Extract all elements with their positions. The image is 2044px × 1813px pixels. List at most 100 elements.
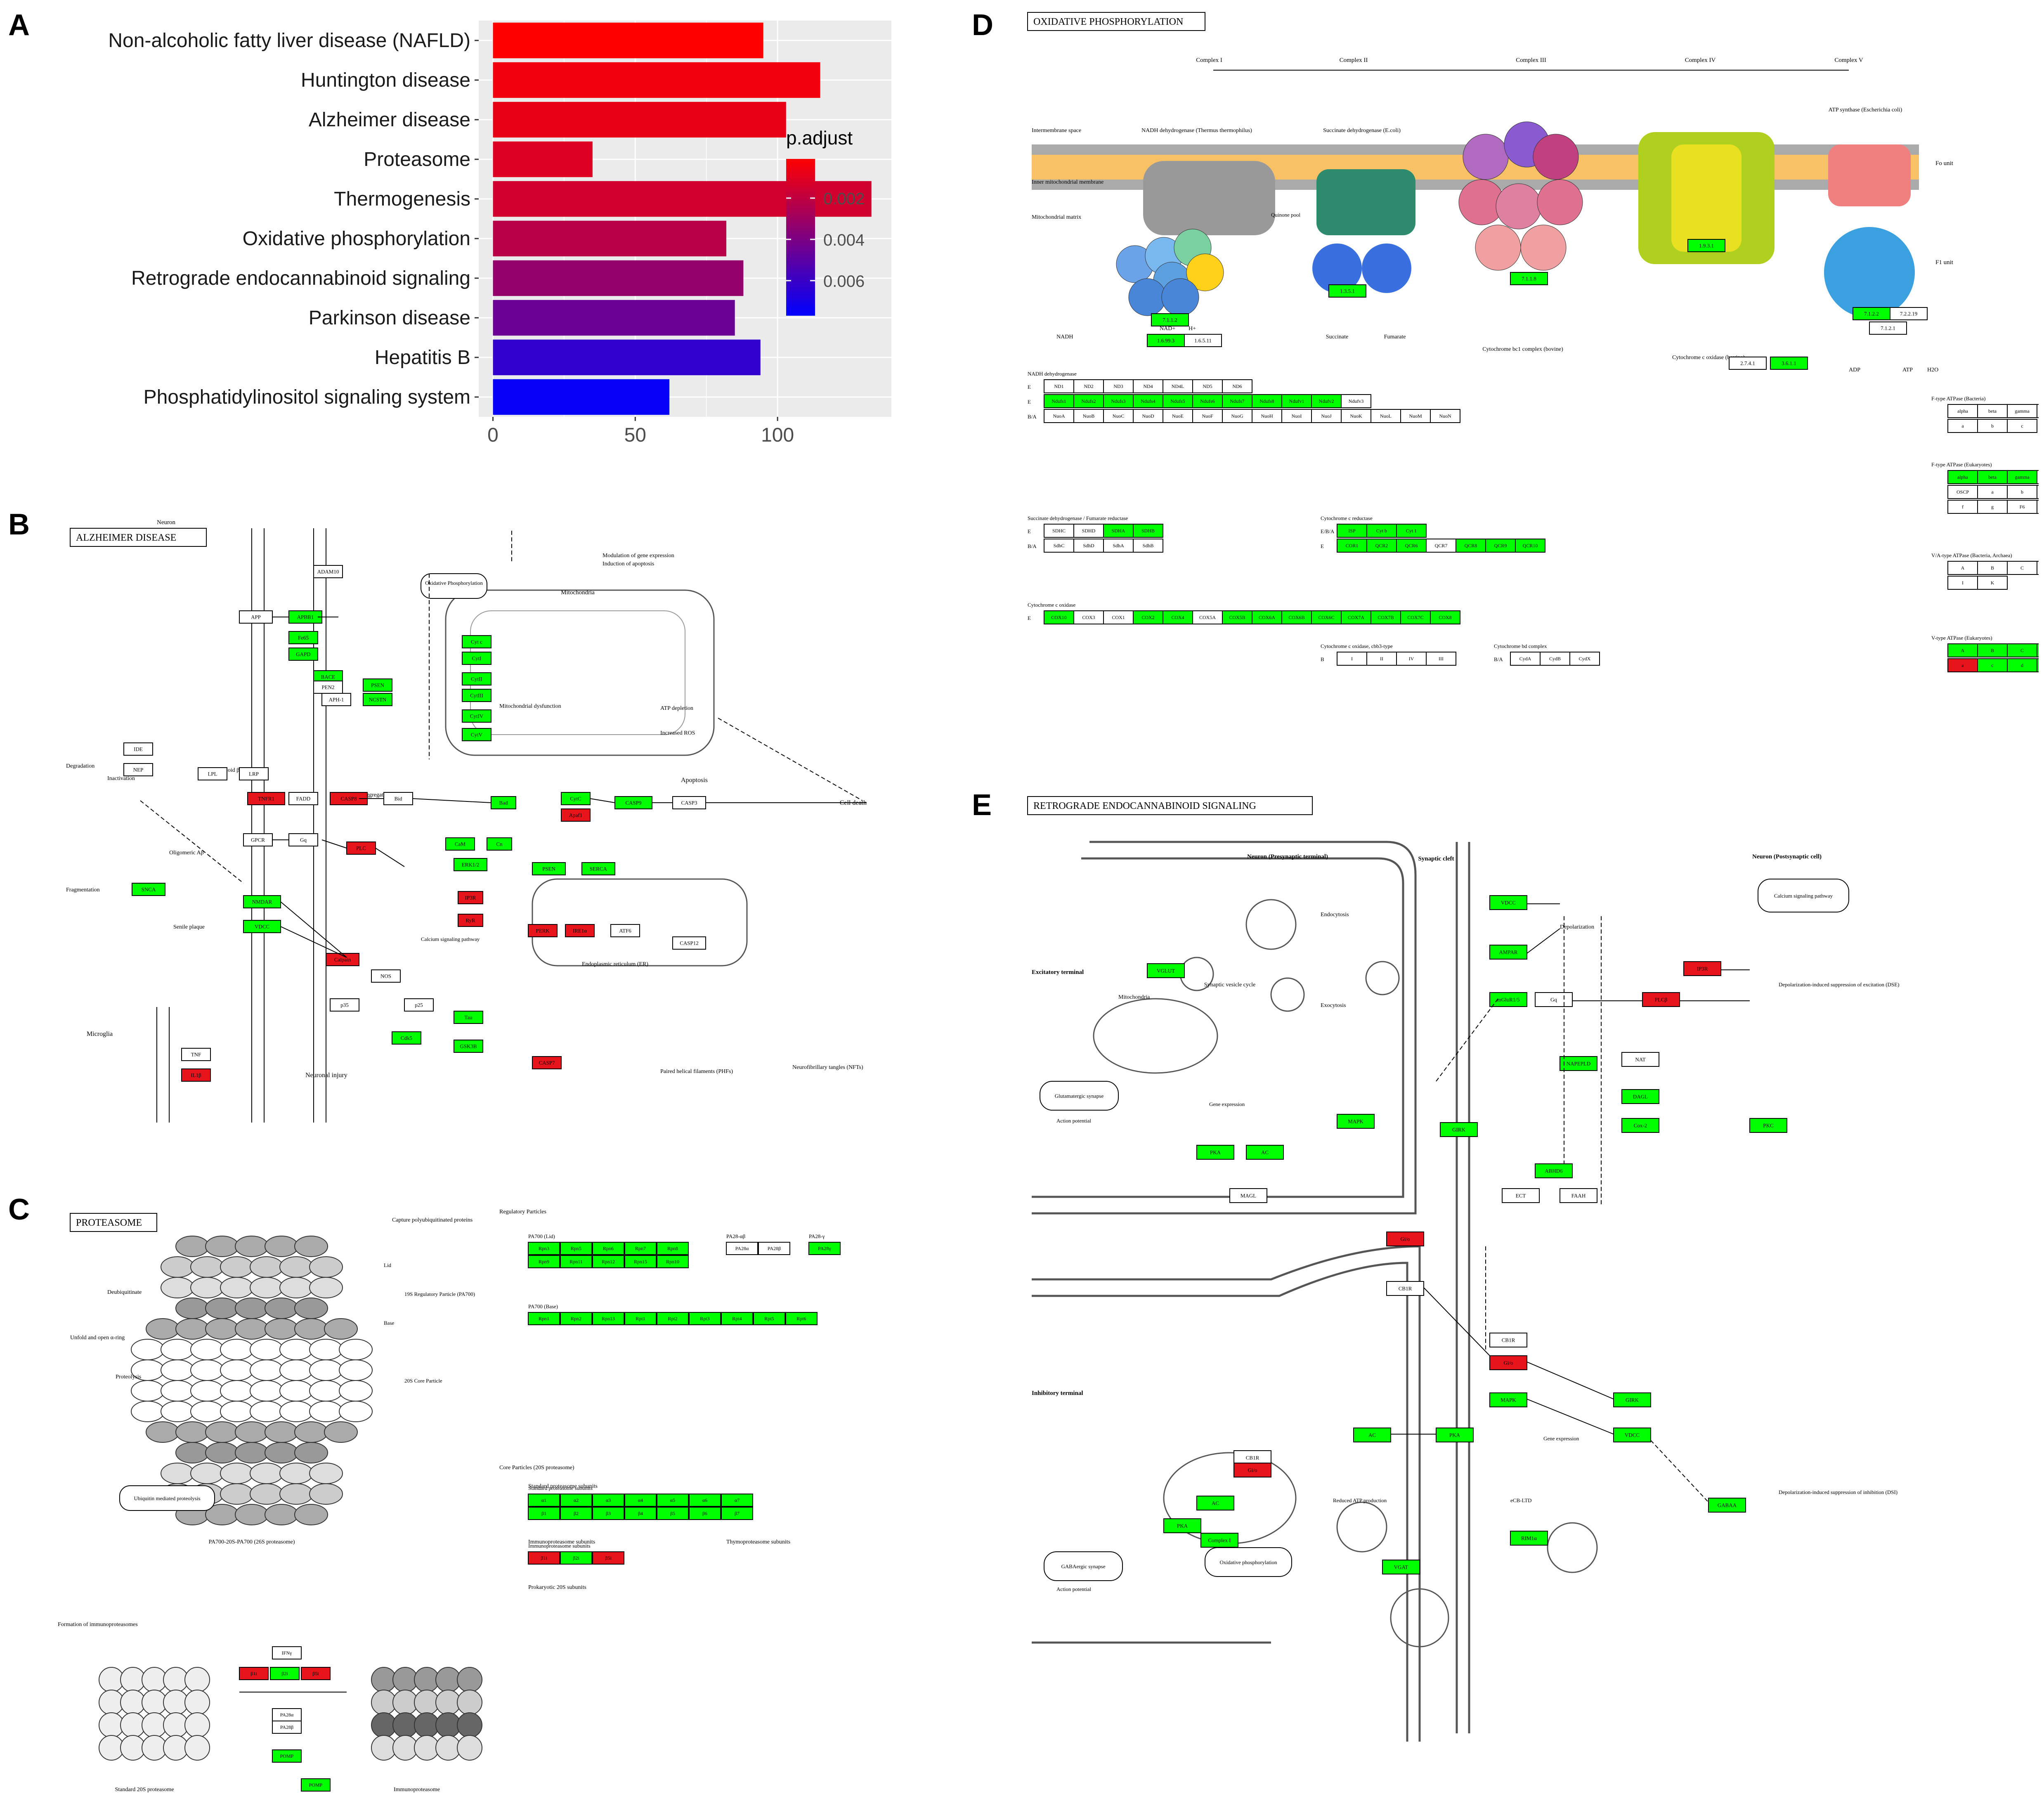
- gene-label: c: [2021, 423, 2023, 429]
- complex-iii-subunit: [1533, 134, 1579, 180]
- gene-box-white: [272, 1708, 302, 1721]
- proteasome-subunit: [235, 1236, 269, 1257]
- gene-label: 3.6.1.1: [1782, 360, 1796, 366]
- gene-label: NuoD: [1142, 413, 1154, 419]
- gene-label: α7: [735, 1497, 740, 1503]
- gene-label: RyR: [466, 917, 475, 924]
- gene-label: 1.6.99.3: [1157, 338, 1174, 344]
- proteasome-subunit: [235, 1442, 269, 1463]
- complex-iii-subunit: [1496, 183, 1542, 229]
- gene-box-white: [1073, 539, 1104, 553]
- gene-label: α5: [670, 1497, 675, 1503]
- gene-label: Cyt c: [471, 639, 482, 645]
- gene-label: Ndufs7: [1230, 398, 1244, 404]
- gene-box-green: [2037, 643, 2044, 657]
- gene-box-green: [462, 652, 492, 665]
- gene-box-green: [1044, 610, 1074, 624]
- gene-box-green: [528, 1255, 560, 1268]
- pathway-label: PA700-20S-PA700 (26S proteasome): [209, 1539, 295, 1545]
- gene-label: Calpain: [334, 957, 351, 963]
- proteasome-subunit: [324, 1421, 358, 1443]
- gene-label: Rpn6: [603, 1246, 614, 1251]
- pathway-label: Core Particles (20S proteasome): [499, 1465, 574, 1471]
- gene-label: CytIV: [470, 713, 484, 719]
- presynaptic-membrane-inner: [1032, 857, 1404, 1198]
- gene-box-green: [445, 837, 475, 851]
- gene-label: Cyt b: [1376, 528, 1387, 534]
- gene-box-green: [272, 1749, 302, 1763]
- gene-label: PA28α: [280, 1712, 294, 1718]
- gene-box-green: [1510, 272, 1548, 285]
- gene-box-white: [330, 998, 359, 1012]
- pathway-label: Standard 20S proteasome: [115, 1787, 174, 1793]
- pathway-label: Neurofibrillary tangles (NFTs): [792, 1064, 863, 1071]
- synaptic-vesicle: [1270, 977, 1305, 1012]
- proteasome-subunit: [161, 1380, 194, 1402]
- gene-label: 7.1.2.2: [1864, 311, 1879, 317]
- synaptic-vesicle: [1390, 1588, 1449, 1648]
- gene-box-red: [528, 1551, 560, 1565]
- gene-box-green: [624, 1494, 657, 1507]
- proteasome-subunit: [250, 1380, 284, 1402]
- gene-box-green: [462, 672, 492, 685]
- gene-label: AC: [1368, 1432, 1376, 1438]
- gene-label: 7.1.2.1: [1881, 325, 1895, 331]
- gene-label: β5i: [312, 1671, 319, 1676]
- complex-iii-subunit: [1537, 179, 1583, 225]
- gene-label: ISP: [1348, 528, 1356, 534]
- gene-label: GPCR: [251, 837, 265, 843]
- gene-box-green: [1687, 239, 1725, 252]
- gene-box-white: [1044, 409, 1074, 423]
- pathway-label: Complex IV: [1685, 57, 1716, 64]
- gene-label: ADAM10: [317, 569, 339, 575]
- pathway-label: Inhibitory terminal: [1032, 1390, 1083, 1397]
- complex-iii-subunit: [1520, 225, 1567, 271]
- gene-label: a: [1991, 489, 1994, 495]
- pathway-label: Base: [384, 1320, 395, 1326]
- gene-box-green: [1382, 1560, 1420, 1574]
- gene-box-white: [2007, 561, 2037, 575]
- proteasome-subunit: [220, 1483, 254, 1505]
- gene-box-white: [313, 681, 343, 694]
- proteasome-subunit: [265, 1442, 298, 1463]
- proteasome-subunit: [339, 1359, 373, 1381]
- gene-label: MAGL: [1241, 1193, 1256, 1199]
- gene-label: PERK: [536, 928, 550, 934]
- gene-box-green: [1489, 895, 1527, 910]
- gene-box-green: [1977, 470, 2008, 484]
- gene-label: SDHC: [1052, 528, 1066, 534]
- gene-label: ABHD6: [1545, 1168, 1563, 1174]
- panel-letter-a: A: [8, 9, 30, 42]
- gene-box-white: [2007, 419, 2037, 433]
- gene-label: Rpn10: [666, 1259, 679, 1265]
- gene-label: d: [2021, 662, 2023, 668]
- pathway-label: Glutamatergic synapse: [1055, 1093, 1104, 1099]
- gene-box-green: [528, 1494, 560, 1507]
- pathway-label: Ubiquitin mediated proteolysis: [134, 1495, 200, 1501]
- gene-box-white: [2007, 485, 2037, 499]
- gene-label: Rpt5: [764, 1316, 774, 1321]
- gene-box-white: [1977, 500, 2008, 514]
- gene-box-white: [1229, 1188, 1267, 1203]
- gene-label: ND3: [1113, 383, 1123, 389]
- panel-letter-e: E: [972, 789, 992, 822]
- gene-label: QCR8: [1465, 543, 1477, 548]
- gene-box-green: [1977, 658, 2008, 672]
- gene-box-green: [1044, 394, 1074, 408]
- bar: [493, 102, 786, 138]
- gene-box-green: [363, 693, 392, 706]
- gene-label: TNF: [191, 1052, 201, 1058]
- gene-box-green: [2007, 658, 2037, 672]
- immunoproteasome-subunit: [457, 1712, 482, 1738]
- gene-label: AC: [1212, 1500, 1219, 1506]
- gene-box-white: [1103, 379, 1134, 393]
- gene-label: Rpn8: [667, 1246, 678, 1251]
- proteasome-subunit: [279, 1256, 313, 1278]
- gene-label: Gi/o: [1248, 1467, 1257, 1473]
- gene-label: CydB: [1549, 656, 1561, 662]
- endocannabinoid-pathway-map: RETROGRADE ENDOCANNABINOID SIGNALINGNeur…: [1027, 796, 1899, 1742]
- proteasome-subunit: [265, 1504, 298, 1525]
- proteasome-subunit: [131, 1401, 165, 1422]
- standard-20s-subunit: [184, 1667, 210, 1692]
